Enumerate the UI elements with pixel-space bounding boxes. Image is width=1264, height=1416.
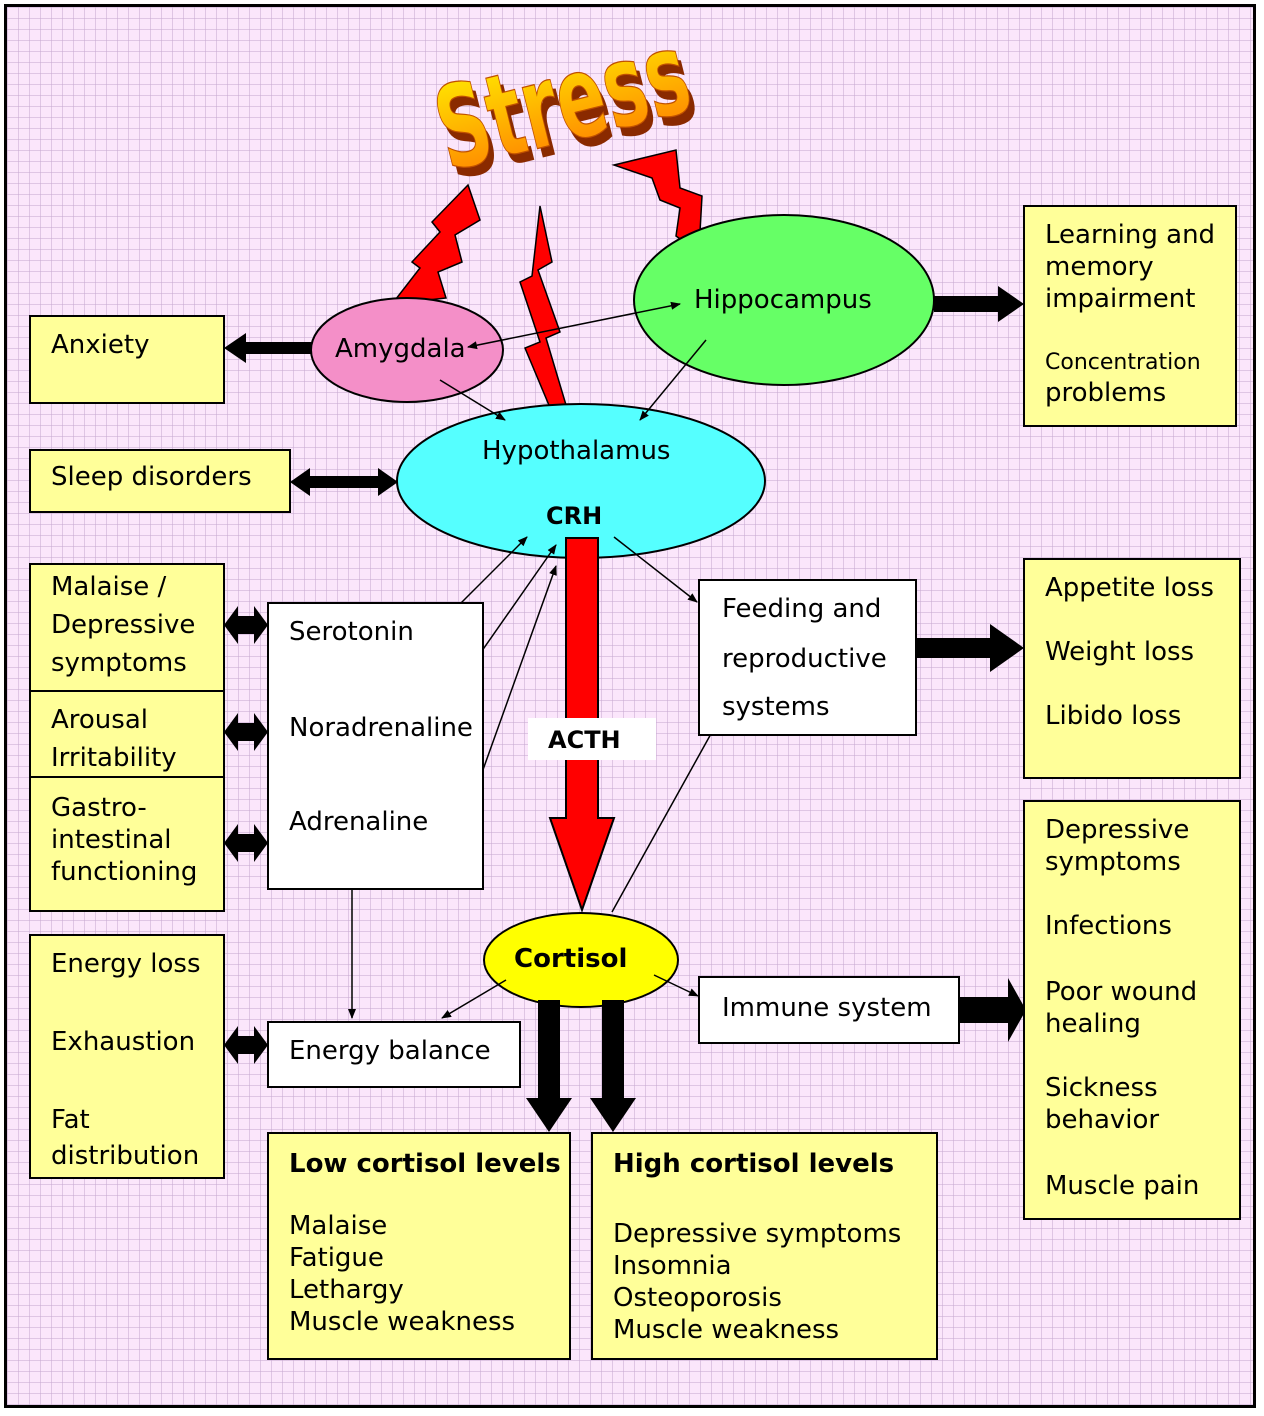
high-cortisol-item: Osteoporosis: [613, 1283, 782, 1313]
energy-effects-box: Energy loss Exhaustion Fat distribution: [29, 934, 225, 1179]
gastro-text-3: functioning: [51, 857, 198, 887]
arousal-box: Arousal Irritability: [29, 690, 225, 778]
cortisol-label: Cortisol: [514, 944, 628, 974]
malaise-text-1: Malaise /: [51, 572, 167, 602]
feeding-text-2: reproductive: [722, 644, 887, 674]
noradrenaline-text: Noradrenaline: [289, 713, 473, 743]
high-cortisol-item: Depressive symptoms: [613, 1219, 902, 1249]
wound-text-2: healing: [1045, 1009, 1141, 1039]
sleep-disorders-text: Sleep disorders: [51, 462, 252, 492]
gastro-text-1: Gastro-: [51, 793, 147, 823]
arrow-gastro-bidirectional: [224, 824, 268, 862]
malaise-text-2: Depressive: [51, 610, 196, 640]
low-cortisol-item: Malaise: [289, 1211, 388, 1241]
fat-text-1: Fat: [51, 1105, 90, 1135]
feeding-box: Feeding and reproductive systems: [698, 579, 917, 736]
feeding-text-3: systems: [722, 692, 830, 722]
malaise-text-3: symptoms: [51, 648, 187, 678]
immune-system-text: Immune system: [722, 993, 932, 1023]
malaise-box: Malaise / Depressive symptoms: [29, 563, 225, 692]
gastro-text-2: intestinal: [51, 825, 172, 855]
arrow-to-low-cortisol: [526, 1000, 572, 1132]
infections-text: Infections: [1045, 911, 1172, 941]
arrow-to-anxiety: [224, 333, 312, 363]
gastro-box: Gastro- intestinal functioning: [29, 776, 225, 912]
arrow-arousal-bidirectional: [224, 713, 268, 751]
wound-text-1: Poor wound: [1045, 977, 1198, 1007]
cortisol-node: [483, 912, 679, 1008]
concentration-text-1: Concentration: [1045, 350, 1201, 375]
immune-effects-box: Depressive symptoms Infections Poor woun…: [1023, 800, 1241, 1220]
arousal-text-2: Irritability: [51, 743, 177, 773]
low-cortisol-item: Muscle weakness: [289, 1307, 516, 1337]
libido-loss-text: Libido loss: [1045, 701, 1182, 731]
acth-label-box: ACTH: [528, 718, 656, 760]
high-cortisol-item: Muscle weakness: [613, 1315, 840, 1345]
exhaustion-text: Exhaustion: [51, 1027, 196, 1057]
learning-text-3: impairment: [1045, 284, 1196, 314]
immune-dep-text-2: symptoms: [1045, 847, 1181, 877]
low-cortisol-item: Lethargy: [289, 1275, 404, 1305]
appetite-loss-text: Appetite loss: [1045, 573, 1214, 603]
weight-loss-text: Weight loss: [1045, 637, 1195, 667]
high-cortisol-box: High cortisol levels Depressive symptoms…: [591, 1132, 938, 1360]
hypothalamus-node: [396, 403, 766, 559]
serotonin-text: Serotonin: [289, 617, 414, 647]
fat-text-2: distribution: [51, 1141, 200, 1171]
immune-system-box: Immune system: [698, 976, 960, 1044]
low-cortisol-item: Fatigue: [289, 1243, 384, 1273]
high-cortisol-heading: High cortisol levels: [613, 1149, 895, 1179]
low-cortisol-box: Low cortisol levels Malaise Fatigue Leth…: [267, 1132, 571, 1360]
sickness-text-2: behavior: [1045, 1105, 1160, 1135]
amygdala-label: Amygdala: [335, 334, 466, 364]
arrow-malaise-bidirectional: [224, 606, 268, 644]
feeding-effects-box: Appetite loss Weight loss Libido loss: [1023, 558, 1241, 779]
arrow-to-feeding-effects: [917, 624, 1024, 672]
high-cortisol-item: Insomnia: [613, 1251, 732, 1281]
energy-balance-box: Energy balance: [267, 1021, 521, 1088]
crh-label: CRH: [546, 502, 603, 530]
sickness-text-1: Sickness: [1045, 1073, 1158, 1103]
feeding-text-1: Feeding and: [722, 594, 882, 624]
learning-box: Learning and memory impairment Concentra…: [1023, 205, 1237, 427]
hypothalamus-label: Hypothalamus: [482, 436, 671, 466]
arousal-text-1: Arousal: [51, 705, 148, 735]
learning-text-2: memory: [1045, 252, 1154, 282]
arrow-to-learning: [934, 286, 1024, 322]
energy-loss-text: Energy loss: [51, 949, 201, 979]
muscle-pain-text: Muscle pain: [1045, 1171, 1200, 1201]
energy-balance-text: Energy balance: [289, 1036, 491, 1066]
lightning-bolt-hypothalamus: [519, 205, 574, 426]
concentration-text-2: problems: [1045, 378, 1167, 408]
hippocampus-label: Hippocampus: [694, 285, 872, 315]
arrow-energy-bidirectional: [224, 1026, 268, 1064]
sleep-disorders-box: Sleep disorders: [29, 449, 291, 513]
immune-dep-text-1: Depressive: [1045, 815, 1190, 845]
anxiety-text: Anxiety: [51, 330, 150, 360]
arrow-to-immune-effects: [960, 978, 1026, 1042]
low-cortisol-heading: Low cortisol levels: [289, 1149, 561, 1179]
arrow-sleep-bidirectional: [290, 468, 398, 496]
arrow-to-high-cortisol: [590, 1000, 636, 1132]
anxiety-box: Anxiety: [29, 315, 225, 404]
adrenaline-text: Adrenaline: [289, 807, 429, 837]
learning-text-1: Learning and: [1045, 220, 1216, 250]
acth-label: ACTH: [548, 726, 621, 754]
neurotransmitter-box: Serotonin Noradrenaline Adrenaline: [267, 602, 484, 890]
